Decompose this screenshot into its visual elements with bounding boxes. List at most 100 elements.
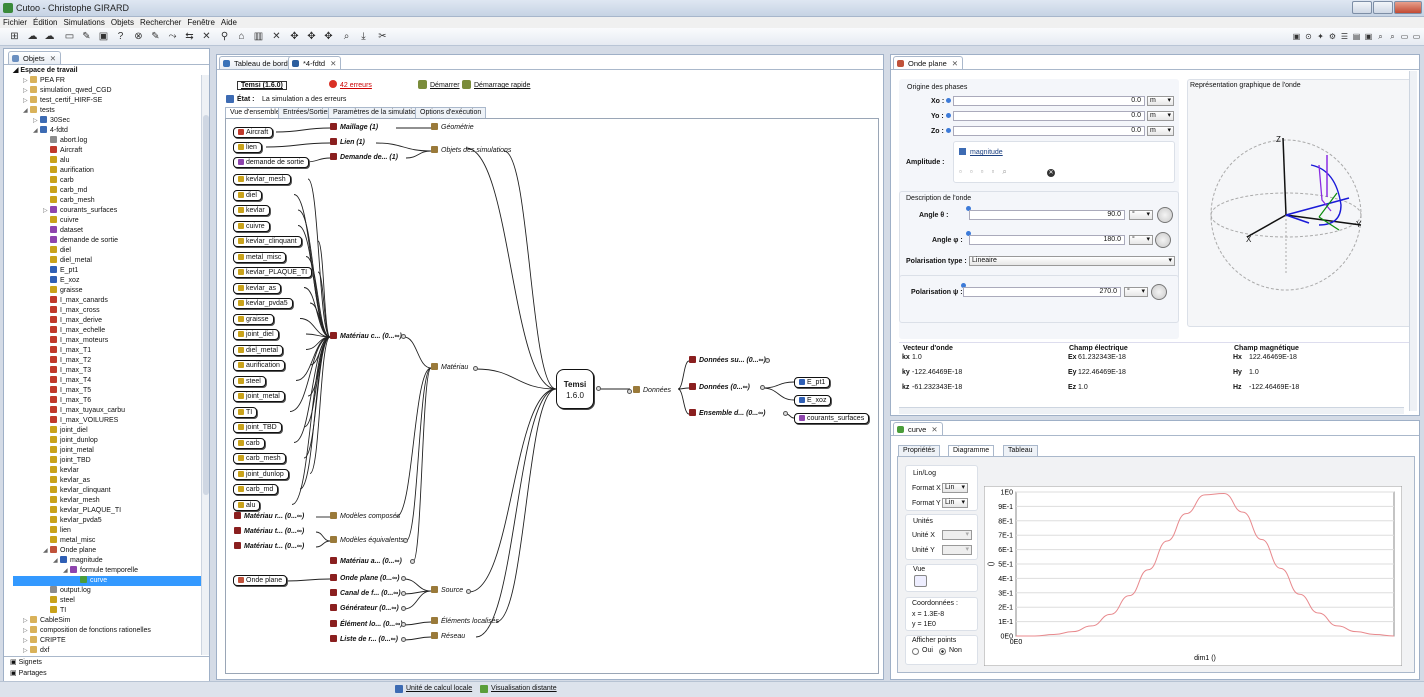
- port-liste[interactable]: [401, 637, 406, 642]
- tree-root-label[interactable]: ◢ Espace de travail: [13, 67, 78, 74]
- errors-link[interactable]: 42 erreurs: [340, 82, 372, 89]
- tree-item[interactable]: I_max_T6: [13, 396, 206, 406]
- expand-arrow-icon[interactable]: ◢: [43, 548, 48, 554]
- tree-item[interactable]: carb_mesh: [13, 196, 206, 206]
- tab-objets[interactable]: Objets✕: [8, 51, 61, 64]
- tree-item[interactable]: I_max_T2: [13, 356, 206, 366]
- expand-arrow-icon[interactable]: ▷: [23, 648, 28, 654]
- tree-item[interactable]: cuivre: [13, 216, 206, 226]
- label-materiau-a[interactable]: Matériau a... (0...∞): [330, 557, 402, 565]
- material-node-15[interactable]: TI: [233, 406, 258, 418]
- toolbar-tool-20-icon[interactable]: ⌕: [343, 31, 350, 42]
- tree-item[interactable]: ◢4-fdtd: [13, 126, 206, 136]
- tab-curve[interactable]: curve✕: [893, 422, 943, 435]
- menu-simulations[interactable]: Simulations: [63, 18, 105, 27]
- port-materiau-group[interactable]: [473, 366, 478, 371]
- tree-item[interactable]: ◢tests: [13, 106, 206, 116]
- toolbar-tool-7-icon[interactable]: ?: [117, 31, 124, 42]
- label-maillage[interactable]: Maillage (1): [330, 123, 378, 131]
- wave-hscroll[interactable]: [899, 407, 1404, 414]
- expand-arrow-icon[interactable]: ▷: [23, 78, 28, 84]
- tree-item[interactable]: aurification: [13, 166, 206, 176]
- tree-item[interactable]: I_max_T3: [13, 366, 206, 376]
- material-node-11[interactable]: diel_metal: [233, 344, 283, 356]
- port-element[interactable]: [401, 622, 406, 627]
- tree-item[interactable]: I_max_VOILURES: [13, 416, 206, 426]
- material-node-13[interactable]: steel: [233, 375, 266, 387]
- tree-item[interactable]: output.log: [13, 586, 206, 596]
- label-ensemble[interactable]: Ensemble d... (0...∞): [689, 409, 765, 417]
- material-node-9[interactable]: graisse: [233, 313, 274, 325]
- tree-item[interactable]: ▷30Sec: [13, 116, 206, 126]
- label-donnees-su[interactable]: Données su... (0...∞): [689, 356, 766, 364]
- psi-knob[interactable]: [1151, 284, 1167, 300]
- tree-item[interactable]: I_max_echelle: [13, 326, 206, 336]
- close-window-button[interactable]: [1394, 1, 1422, 14]
- yo-unit-select[interactable]: m: [1147, 111, 1174, 121]
- expand-arrow-icon[interactable]: ▷: [23, 88, 28, 94]
- input-node-1[interactable]: lien: [233, 142, 262, 153]
- minimize-button[interactable]: [1352, 1, 1372, 14]
- material-node-17[interactable]: carb: [233, 437, 265, 449]
- start-link[interactable]: Démarrer: [430, 82, 460, 89]
- toolbar-tool-12-icon[interactable]: ✕: [202, 31, 211, 42]
- expand-arrow-icon[interactable]: ◢: [33, 128, 38, 134]
- tree-item[interactable]: demande de sortie: [13, 236, 206, 246]
- points-oui-radio[interactable]: [912, 648, 919, 655]
- xo-unit-select[interactable]: m: [1147, 96, 1174, 106]
- phi-slider-thumb[interactable]: [966, 231, 971, 236]
- tree-item[interactable]: I_max_T4: [13, 376, 206, 386]
- theta-knob[interactable]: [1157, 207, 1173, 223]
- tree-item[interactable]: ▷simulation_qwed_CGD: [13, 86, 206, 96]
- shares-tab[interactable]: ▣ Partages: [10, 670, 47, 677]
- port-onde[interactable]: [401, 576, 406, 581]
- tree-item[interactable]: carb: [13, 176, 206, 186]
- theta-input[interactable]: 90.0: [969, 210, 1125, 220]
- tree-item[interactable]: Aircraft: [13, 146, 206, 156]
- tree-item[interactable]: E_xoz: [13, 276, 206, 286]
- port-canal[interactable]: [401, 591, 406, 596]
- toolbar-tool-5-icon[interactable]: ✎: [82, 31, 91, 42]
- toolbar-right-tool-3-icon[interactable]: ✦: [1317, 32, 1324, 41]
- remote-vis-link[interactable]: Visualisation distante: [491, 685, 557, 692]
- local-unit-link[interactable]: Unité de calcul locale: [406, 685, 473, 692]
- output-node-e-pt1[interactable]: E_pt1: [794, 377, 831, 388]
- psi-slider-thumb[interactable]: [961, 283, 966, 288]
- points-non-radio[interactable]: [939, 648, 946, 655]
- tree-item[interactable]: ◢Onde plane: [13, 546, 206, 556]
- toolbar-tool-11-icon[interactable]: ⇆: [185, 31, 194, 42]
- tree-item[interactable]: ▷courants_surfaces: [13, 206, 206, 216]
- tab-4-fdtd[interactable]: *4-fdtd✕: [288, 56, 342, 69]
- input-node-2[interactable]: demande de sortie: [233, 157, 309, 168]
- toolbar-tool-19-icon[interactable]: ✥: [324, 31, 333, 42]
- tree-item[interactable]: curve: [13, 576, 206, 586]
- tree-item[interactable]: kevlar_mesh: [13, 496, 206, 506]
- label-materiau-r[interactable]: Matériau r... (0...∞): [234, 512, 304, 520]
- toolbar-tool-14-icon[interactable]: ⌂: [238, 31, 245, 42]
- wave-vscroll[interactable]: [1409, 71, 1417, 411]
- tree-item[interactable]: metal_misc: [13, 536, 206, 546]
- subtab-proprietes[interactable]: Propriétés: [898, 445, 940, 456]
- tree-item[interactable]: joint_metal: [13, 446, 206, 456]
- toolbar-tool-6-icon[interactable]: ▣: [98, 31, 109, 42]
- tree-item[interactable]: I_max_tuyaux_carbu: [13, 406, 206, 416]
- menu-fichier[interactable]: Fichier: [3, 18, 28, 27]
- material-node-6[interactable]: kevlar_PLAQUE_TI: [233, 267, 313, 278]
- unite-y-select[interactable]: [942, 545, 972, 555]
- tree-item[interactable]: ▷CRIPTE: [13, 636, 206, 646]
- tab-tableau-de-bord[interactable]: Tableau de bord: [219, 56, 293, 69]
- tree-item[interactable]: I_max_canards: [13, 296, 206, 306]
- subtab-tableau[interactable]: Tableau: [1003, 445, 1038, 456]
- menu-aide[interactable]: Aide: [220, 18, 237, 27]
- polarisation-type-select[interactable]: Lineaire: [969, 256, 1175, 266]
- tree-item[interactable]: ▷PEA FR: [13, 76, 206, 86]
- material-node-5[interactable]: metal_misc: [233, 251, 287, 263]
- maximize-button[interactable]: [1373, 1, 1393, 14]
- port-ensemble[interactable]: [783, 411, 788, 416]
- bookmarks-tab[interactable]: ▣ Signets: [10, 659, 42, 666]
- toolbar-tool-16-icon[interactable]: ✕: [272, 31, 281, 42]
- tree-item[interactable]: kevlar: [13, 466, 206, 476]
- toolbar-tool-3-icon[interactable]: ☁: [44, 31, 55, 42]
- toolbar-right-tool-7-icon[interactable]: ▣: [1364, 32, 1373, 41]
- toolbar-right-tool-6-icon[interactable]: ▤: [1352, 32, 1361, 41]
